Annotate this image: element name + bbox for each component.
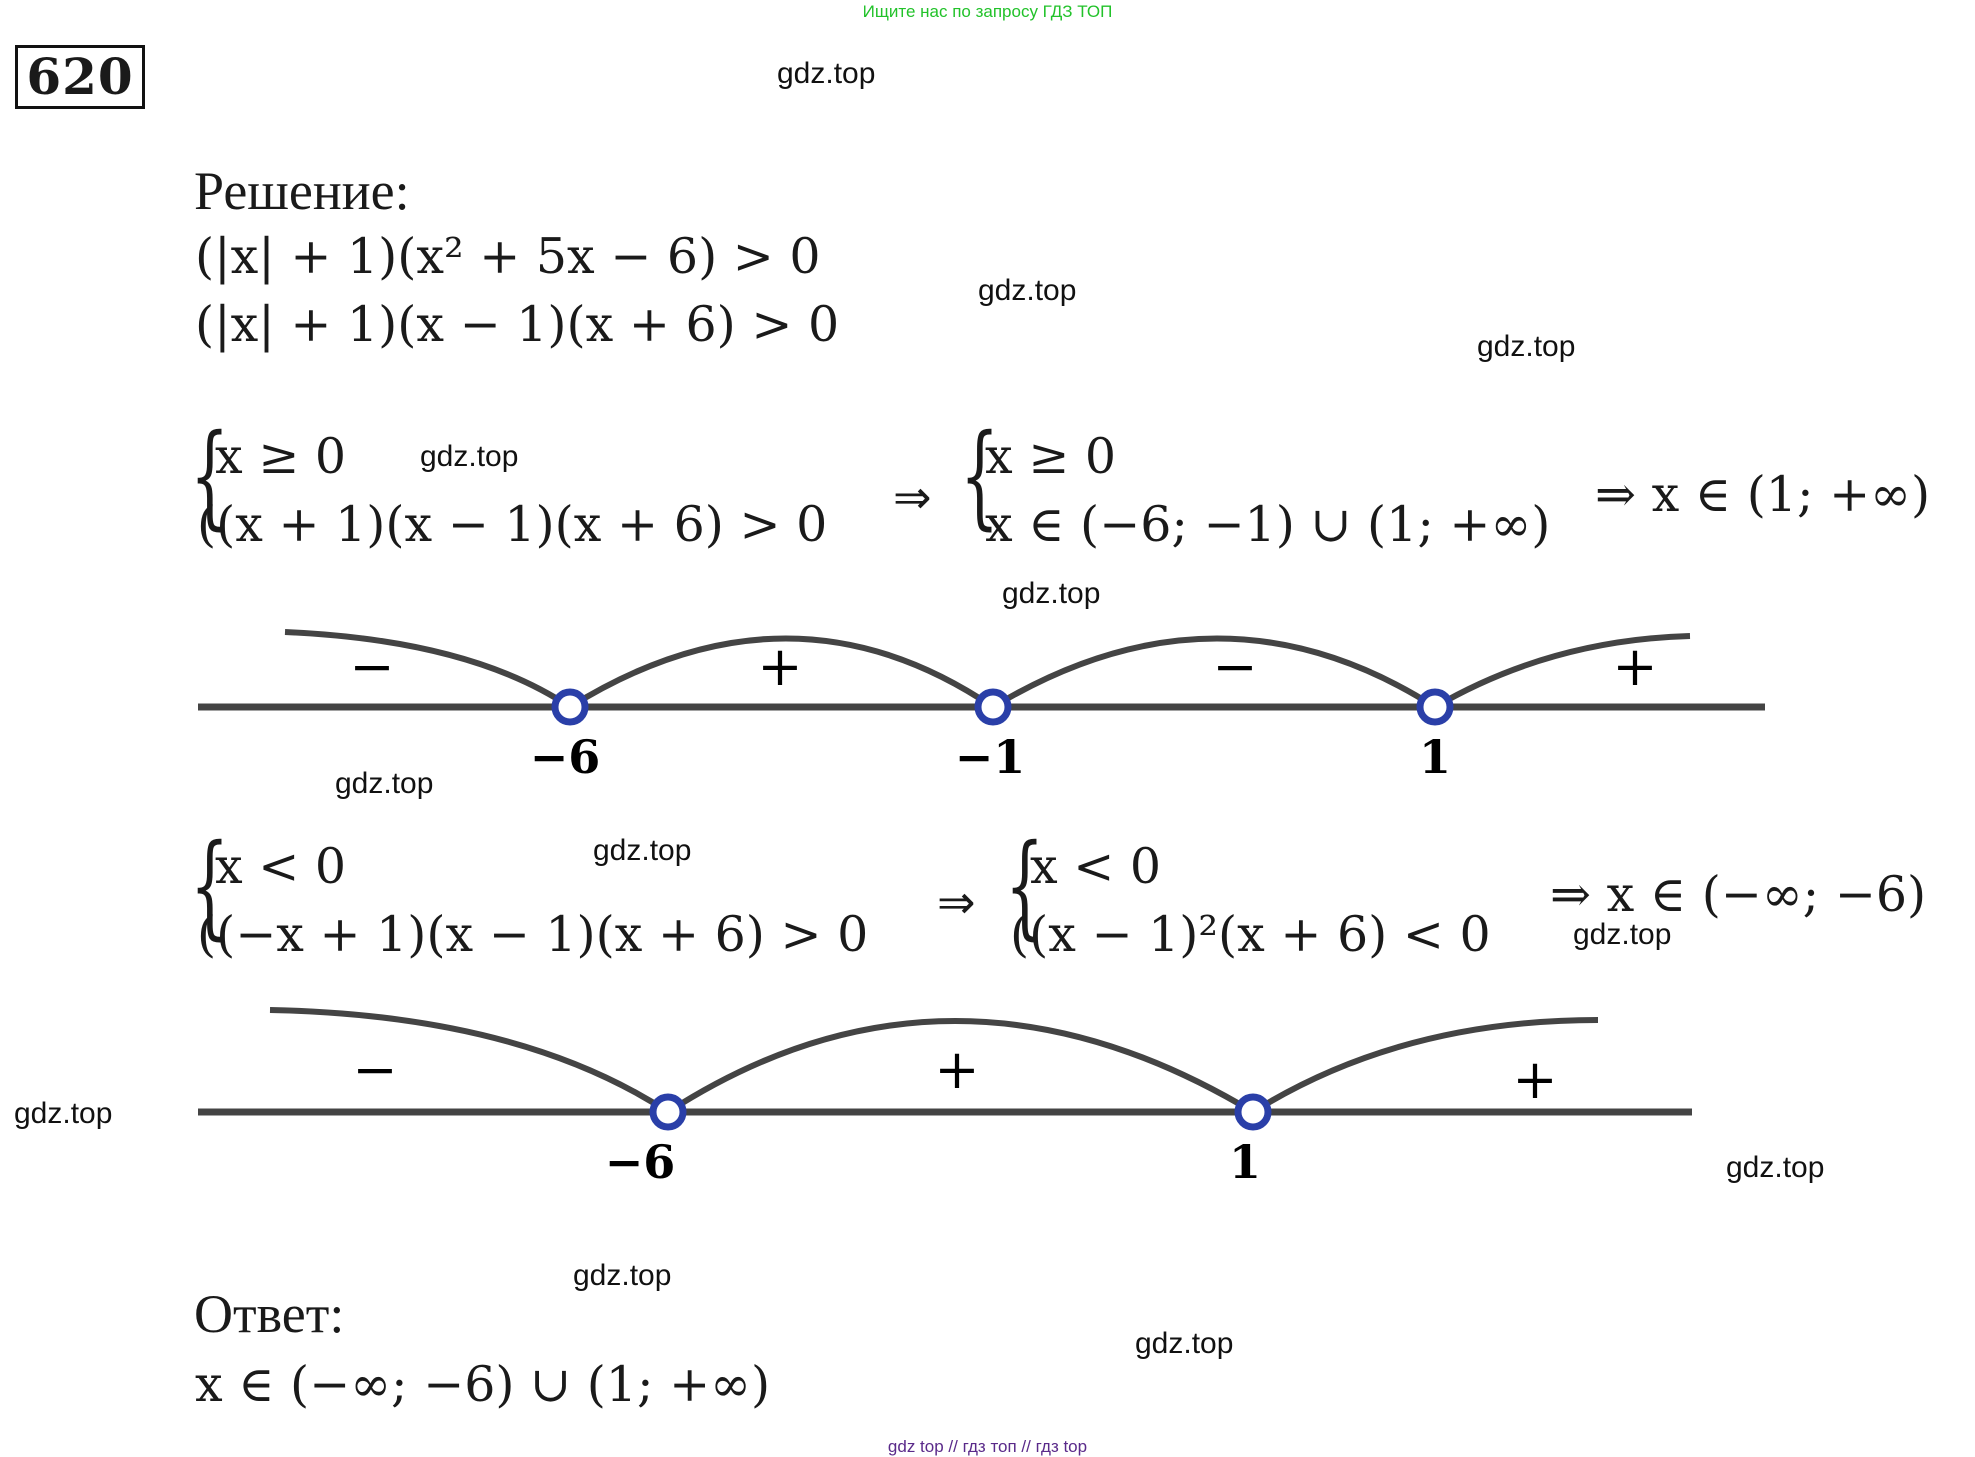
implies-arrow: ⇒ [893, 470, 932, 524]
answer-value: x ∈ (−∞; −6) ∪ (1; +∞) [195, 1356, 771, 1413]
sign-arc [666, 1018, 1255, 1115]
number-line-2: −6 1 − + + [198, 1007, 1692, 1189]
open-point [1234, 1093, 1272, 1131]
point-label: −6 [530, 730, 601, 784]
case2-condition-2: x < 0 [1030, 838, 1162, 895]
equation-line-1: (|x| + 1)(x² + 5x − 6) > 0 [195, 228, 821, 285]
sign-arc [269, 1007, 670, 1115]
case2-result-set: ((x − 1)²(x + 6) < 0 [1010, 906, 1491, 963]
sign-label: + [1512, 1048, 1557, 1111]
footer-links[interactable]: gdz top // гдз топ // гдз top [887, 1437, 1088, 1456]
open-point [551, 688, 589, 726]
sign-label: + [934, 1038, 979, 1101]
point-label: −1 [955, 730, 1026, 784]
case1-result-set: x ∈ (−6; −1) ∪ (1; +∞) [985, 496, 1551, 553]
sign-label: − [349, 635, 394, 698]
open-point [1416, 688, 1454, 726]
sign-arc [1433, 633, 1691, 710]
watermark: gdz.top [1573, 918, 1672, 951]
number-line-1: −6 −1 1 − + − + [198, 629, 1765, 784]
implies-arrow: ⇒ [937, 875, 976, 929]
solution-heading: Решение: [194, 161, 410, 221]
case1-result: ⇒ x ∈ (1; +∞) [1595, 466, 1931, 523]
case2-result: ⇒ x ∈ (−∞; −6) [1550, 866, 1927, 923]
sign-label: + [757, 635, 802, 698]
system-brace: { [1005, 821, 1045, 951]
watermark: gdz.top [573, 1259, 672, 1292]
sign-arc [568, 635, 995, 710]
case2-condition: x < 0 [215, 838, 347, 895]
problem-number: 620 [15, 45, 145, 109]
watermark: gdz.top [777, 57, 876, 90]
watermark: gdz.top [1726, 1151, 1825, 1184]
sign-arc [1251, 1017, 1599, 1115]
watermark: gdz.top [335, 767, 434, 800]
sign-label: − [1212, 635, 1257, 698]
sign-label: − [352, 1038, 397, 1101]
open-point [974, 688, 1012, 726]
case1-condition: x ≥ 0 [215, 428, 347, 485]
watermark: gdz.top [593, 834, 692, 867]
sign-arc [284, 629, 572, 710]
watermark: gdz.top [1002, 577, 1101, 610]
system-brace: { [190, 411, 230, 541]
system-brace: { [190, 821, 230, 951]
point-label: −6 [605, 1135, 676, 1189]
answer-heading: Ответ: [194, 1284, 345, 1344]
point-label: 1 [1419, 730, 1451, 784]
case1-inequality: ((x + 1)(x − 1)(x + 6) > 0 [197, 496, 828, 553]
case2-inequality: ((−x + 1)(x − 1)(x + 6) > 0 [197, 906, 869, 963]
system-brace: { [960, 411, 1000, 541]
top-banner[interactable]: Ищите нас по запросу ГДЗ ТОП [862, 2, 1113, 21]
watermark: gdz.top [1477, 330, 1576, 363]
sign-arc [991, 635, 1437, 710]
point-label: 1 [1229, 1135, 1261, 1189]
case1-condition-2: x ≥ 0 [985, 428, 1117, 485]
equation-line-2: (|x| + 1)(x − 1)(x + 6) > 0 [195, 296, 840, 353]
watermark: gdz.top [1135, 1327, 1234, 1360]
sign-label: + [1612, 635, 1657, 698]
watermark: gdz.top [420, 440, 519, 473]
open-point [649, 1093, 687, 1131]
watermark: gdz.top [14, 1097, 113, 1130]
watermark: gdz.top [978, 274, 1077, 307]
